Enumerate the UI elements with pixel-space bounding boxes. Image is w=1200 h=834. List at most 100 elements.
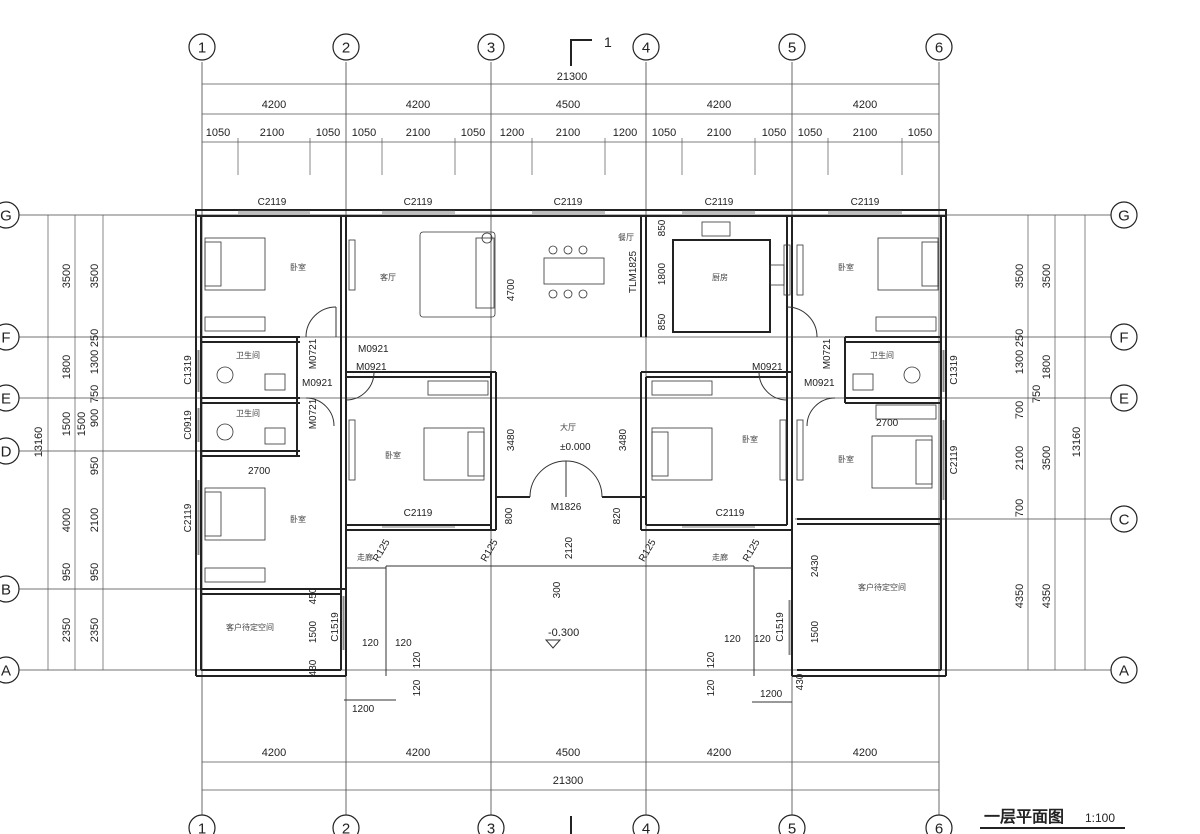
svg-text:M0721: M0721 [308, 398, 319, 429]
svg-text:4200: 4200 [406, 99, 430, 111]
svg-text:C2119: C2119 [258, 197, 287, 208]
svg-text:1050: 1050 [316, 127, 340, 139]
svg-text:4000: 4000 [61, 508, 73, 532]
svg-text:E: E [1, 391, 11, 408]
svg-text:卧室: 卧室 [838, 454, 854, 464]
svg-text:M1826: M1826 [551, 502, 582, 513]
svg-text:走廊: 走廊 [712, 552, 728, 562]
bottom-axis-bubbles: 1 2 3 4 5 6 [188, 814, 953, 834]
svg-text:900: 900 [89, 409, 101, 427]
svg-text:大厅: 大厅 [560, 422, 576, 432]
left-dimensions: 13160 3500 1800 1500 4000 950 2350 3500 … [33, 215, 104, 670]
level-marks: ±0.000 -0.300 [544, 442, 591, 649]
svg-text:120: 120 [412, 679, 423, 696]
svg-text:4500: 4500 [556, 747, 580, 759]
svg-text:2100: 2100 [406, 127, 430, 139]
svg-text:B: B [1, 582, 11, 599]
svg-text:M0721: M0721 [822, 338, 833, 369]
svg-text:1800: 1800 [657, 262, 668, 285]
svg-text:700: 700 [1014, 499, 1026, 517]
svg-text:250: 250 [89, 329, 101, 347]
svg-text:1500: 1500 [76, 412, 88, 436]
svg-text:C2119: C2119 [949, 445, 960, 474]
svg-text:R125: R125 [479, 537, 501, 564]
svg-text:C: C [1119, 512, 1130, 529]
svg-text:1800: 1800 [61, 355, 73, 379]
svg-text:卧室: 卧室 [742, 434, 758, 444]
svg-text:C2119: C2119 [851, 197, 880, 208]
svg-text:3500: 3500 [1041, 446, 1053, 470]
left-axis-bubbles: G F E D B A [0, 201, 20, 684]
svg-text:卧室: 卧室 [290, 262, 306, 272]
svg-text:950: 950 [89, 457, 101, 475]
doors [305, 306, 836, 498]
svg-text:300: 300 [552, 581, 563, 598]
svg-text:M0721: M0721 [308, 338, 319, 369]
svg-text:R125: R125 [741, 537, 763, 564]
svg-text:950: 950 [61, 563, 73, 581]
svg-text:4350: 4350 [1041, 584, 1053, 608]
svg-text:C0919: C0919 [183, 410, 194, 440]
svg-text:卫生间: 卫生间 [236, 350, 260, 360]
svg-text:厨房: 厨房 [712, 272, 728, 282]
svg-text:1500: 1500 [810, 620, 821, 643]
interior-walls [201, 216, 941, 676]
svg-text:5: 5 [788, 40, 796, 57]
top-axis-bubbles: 1 2 3 4 5 6 [188, 33, 953, 61]
svg-text:13160: 13160 [1071, 427, 1083, 458]
svg-text:C2119: C2119 [404, 508, 433, 519]
svg-text:13160: 13160 [33, 427, 45, 458]
svg-text:2100: 2100 [707, 127, 731, 139]
svg-text:C2119: C2119 [705, 197, 734, 208]
svg-text:3500: 3500 [1041, 264, 1053, 288]
svg-text:客户待定空间: 客户待定空间 [858, 582, 906, 592]
svg-text:4700: 4700 [506, 278, 517, 301]
svg-text:1:100: 1:100 [1085, 811, 1115, 825]
svg-text:F: F [1119, 330, 1128, 347]
svg-text:A: A [1, 663, 11, 680]
svg-text:120: 120 [706, 679, 717, 696]
svg-text:M0921: M0921 [804, 378, 835, 389]
svg-text:250: 250 [1014, 329, 1026, 347]
svg-text:2100: 2100 [556, 127, 580, 139]
svg-text:1500: 1500 [61, 412, 73, 436]
svg-text:1200: 1200 [760, 689, 783, 700]
svg-text:1200: 1200 [613, 127, 637, 139]
section-mark: 1 [570, 34, 612, 834]
svg-text:120: 120 [412, 651, 423, 668]
svg-text:±0.000: ±0.000 [560, 442, 591, 453]
svg-text:750: 750 [89, 385, 101, 403]
right-axis-bubbles: G F E C A [1110, 201, 1138, 684]
svg-text:E: E [1119, 391, 1129, 408]
right-dimensions: 3500 1300 250 700 2100 700 4350 3500 180… [1014, 215, 1086, 670]
svg-text:700: 700 [1014, 401, 1026, 419]
svg-text:M0921: M0921 [302, 378, 333, 389]
svg-text:1300: 1300 [89, 350, 101, 374]
svg-text:4200: 4200 [853, 747, 877, 759]
svg-text:卧室: 卧室 [838, 262, 854, 272]
svg-text:客厅: 客厅 [380, 272, 396, 282]
drawing-title: 一层平面图 1:100 [980, 808, 1125, 829]
svg-text:5: 5 [788, 821, 796, 834]
svg-text:430: 430 [795, 673, 806, 690]
svg-text:餐厅: 餐厅 [618, 233, 634, 242]
svg-text:TLM1825: TLM1825 [628, 250, 639, 293]
svg-text:R125: R125 [637, 537, 659, 564]
svg-text:M0921: M0921 [752, 362, 783, 373]
svg-text:1050: 1050 [908, 127, 932, 139]
svg-text:2430: 2430 [810, 554, 821, 577]
svg-text:2350: 2350 [61, 618, 73, 642]
svg-text:4200: 4200 [262, 747, 286, 759]
svg-text:M0921: M0921 [358, 344, 389, 355]
svg-text:430: 430 [308, 659, 319, 676]
svg-text:1050: 1050 [762, 127, 786, 139]
svg-text:6: 6 [935, 821, 943, 834]
svg-text:120: 120 [754, 634, 771, 645]
svg-text:4200: 4200 [406, 747, 430, 759]
svg-text:3500: 3500 [89, 264, 101, 288]
svg-text:3480: 3480 [506, 428, 517, 451]
svg-text:F: F [1, 330, 10, 347]
svg-text:1200: 1200 [500, 127, 524, 139]
svg-text:850: 850 [657, 313, 668, 330]
svg-text:1050: 1050 [352, 127, 376, 139]
